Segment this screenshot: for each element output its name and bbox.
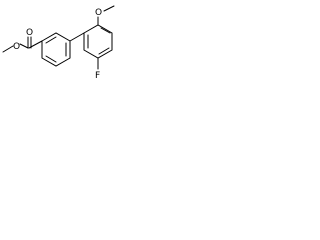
structure-canvas: O O O F xyxy=(0,0,140,94)
atom-label-o-carbonyl: O xyxy=(26,28,33,38)
ring-b-inner-bond-3 xyxy=(98,47,110,55)
molecule-structure: O O O F xyxy=(2,5,115,81)
atom-label-o-ester: O xyxy=(13,42,20,52)
atom-label-fluorine: F xyxy=(95,71,100,81)
ring-b-inner-bond-2 xyxy=(100,27,111,34)
ring-a-inner-bond-1 xyxy=(45,36,57,44)
ring-a-inner-bond-3 xyxy=(45,55,57,63)
bond-biaryl xyxy=(69,32,85,42)
bond-o-carbonyl-carbon xyxy=(19,43,29,49)
bond-ester-ring xyxy=(28,40,43,49)
bond-methoxy-o-methyl xyxy=(103,5,115,12)
bond-methyl-o xyxy=(2,45,14,53)
atom-label-o-methoxy: O xyxy=(95,8,102,18)
ring-a xyxy=(41,32,71,67)
